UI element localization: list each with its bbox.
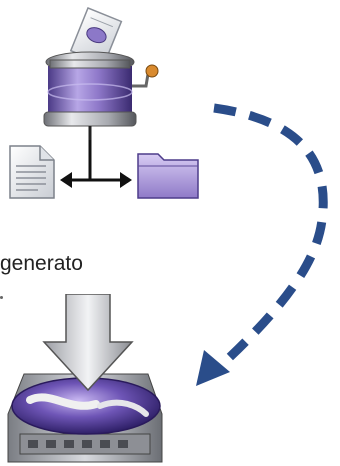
bidirectional-arrow-icon xyxy=(60,140,132,188)
installer-disk-icon xyxy=(7,294,163,463)
document-icon xyxy=(9,145,55,199)
caption-bullet xyxy=(0,296,3,299)
folder-icon xyxy=(137,153,199,199)
caption-text: generato xyxy=(0,252,83,275)
script-hopper-icon xyxy=(43,7,159,140)
